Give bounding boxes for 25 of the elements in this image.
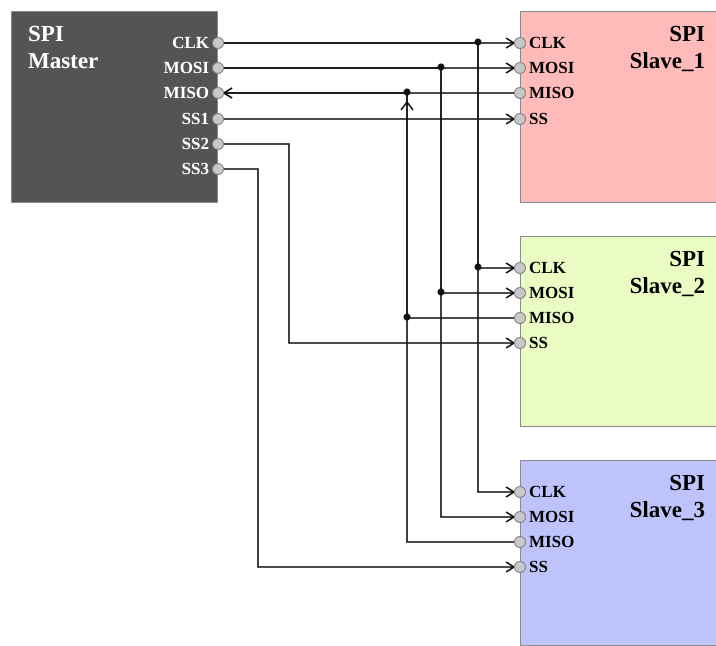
pin-label: SS3 <box>180 159 210 179</box>
pin-label: MOSI <box>528 283 576 303</box>
pin-label: CLK <box>528 33 567 53</box>
pin-label: MISO <box>162 83 210 103</box>
wire-arrow <box>224 143 515 349</box>
pin-label: CLK <box>171 33 210 53</box>
pin-label: SS2 <box>180 134 210 154</box>
box-title: SPI Slave_3 <box>628 469 705 523</box>
pin-label: MISO <box>528 532 576 552</box>
wire-arrow <box>224 168 515 573</box>
pin-label: SS1 <box>180 109 210 129</box>
pin-label: CLK <box>528 482 567 502</box>
box-title: SPI Slave_1 <box>628 20 705 74</box>
pin-label: SS <box>528 109 549 129</box>
pin-label: MOSI <box>528 507 576 527</box>
pin-label: MOSI <box>528 58 576 78</box>
box-title: SPI Slave_2 <box>628 245 705 299</box>
pin-label: SS <box>528 557 549 577</box>
pin-label: MOSI <box>162 58 210 78</box>
pin-label: SS <box>528 333 549 353</box>
pin-label: MISO <box>528 308 576 328</box>
wire-arrow <box>224 113 515 125</box>
pin-label: MISO <box>528 83 576 103</box>
pin-label: CLK <box>528 258 567 278</box>
box-title: SPI Master <box>28 20 100 74</box>
